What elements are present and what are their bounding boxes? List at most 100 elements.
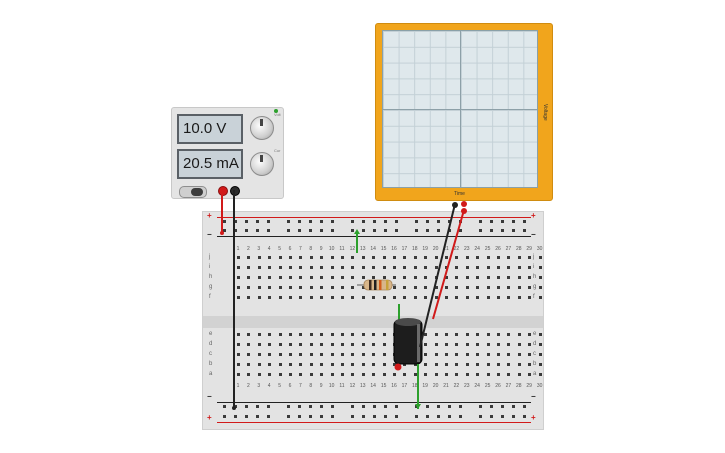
breadboard-hole[interactable] bbox=[351, 256, 355, 259]
breadboard-hole[interactable] bbox=[507, 333, 511, 336]
breadboard-hole[interactable] bbox=[351, 415, 354, 418]
breadboard-hole[interactable] bbox=[403, 296, 407, 299]
breadboard-hole[interactable] bbox=[434, 343, 438, 346]
breadboard-hole[interactable] bbox=[341, 353, 344, 356]
breadboard-hole[interactable] bbox=[528, 296, 532, 299]
breadboard-hole[interactable] bbox=[237, 266, 240, 269]
breadboard-hole[interactable] bbox=[486, 276, 490, 279]
breadboard-hole[interactable] bbox=[486, 256, 490, 259]
breadboard-hole[interactable] bbox=[455, 343, 459, 346]
breadboard-hole[interactable] bbox=[245, 229, 248, 232]
breadboard-hole[interactable] bbox=[382, 373, 386, 376]
breadboard-hole[interactable] bbox=[257, 353, 261, 356]
breadboard-hole[interactable] bbox=[538, 256, 542, 259]
breadboard-hole[interactable] bbox=[445, 363, 448, 366]
breadboard-hole[interactable] bbox=[507, 373, 511, 376]
breadboard-hole[interactable] bbox=[476, 363, 480, 366]
breadboard-hole[interactable] bbox=[426, 415, 429, 418]
breadboard-hole[interactable] bbox=[413, 286, 417, 289]
breadboard-hole[interactable] bbox=[237, 373, 240, 376]
breadboard-hole[interactable] bbox=[395, 229, 398, 232]
breadboard-hole[interactable] bbox=[538, 373, 542, 376]
breadboard-hole[interactable] bbox=[528, 266, 532, 269]
breadboard-hole[interactable] bbox=[247, 333, 251, 336]
breadboard-hole[interactable] bbox=[424, 256, 428, 259]
breadboard-hole[interactable] bbox=[223, 220, 226, 223]
breadboard-hole[interactable] bbox=[538, 266, 542, 269]
breadboard-hole[interactable] bbox=[501, 405, 504, 408]
breadboard-hole[interactable] bbox=[361, 363, 365, 366]
breadboard-hole[interactable] bbox=[448, 415, 451, 418]
breadboard-hole[interactable] bbox=[413, 266, 417, 269]
breadboard-hole[interactable] bbox=[372, 343, 376, 346]
breadboard-hole[interactable] bbox=[256, 220, 259, 223]
breadboard-hole[interactable] bbox=[237, 343, 240, 346]
breadboard-hole[interactable] bbox=[320, 353, 324, 356]
breadboard-hole[interactable] bbox=[434, 296, 438, 299]
breadboard-hole[interactable] bbox=[465, 343, 469, 346]
breadboard-hole[interactable] bbox=[309, 286, 313, 289]
breadboard-hole[interactable] bbox=[413, 373, 417, 376]
breadboard-hole[interactable] bbox=[437, 220, 440, 223]
breadboard-hole[interactable] bbox=[497, 276, 500, 279]
breadboard-hole[interactable] bbox=[361, 256, 365, 259]
breadboard-hole[interactable] bbox=[497, 296, 500, 299]
breadboard-hole[interactable] bbox=[507, 276, 511, 279]
breadboard-hole[interactable] bbox=[330, 373, 334, 376]
breadboard-hole[interactable] bbox=[341, 363, 344, 366]
breadboard-hole[interactable] bbox=[476, 256, 480, 259]
breadboard-hole[interactable] bbox=[320, 256, 324, 259]
oscilloscope[interactable]: Time Voltage bbox=[375, 23, 553, 201]
breadboard-hole[interactable] bbox=[382, 333, 386, 336]
breadboard-hole[interactable] bbox=[523, 405, 526, 408]
breadboard-hole[interactable] bbox=[299, 286, 303, 289]
breadboard-hole[interactable] bbox=[361, 296, 365, 299]
breadboard-hole[interactable] bbox=[382, 343, 386, 346]
breadboard-hole[interactable] bbox=[351, 363, 355, 366]
breadboard-hole[interactable] bbox=[331, 220, 334, 223]
breadboard-hole[interactable] bbox=[372, 353, 376, 356]
breadboard-hole[interactable] bbox=[341, 373, 344, 376]
breadboard-hole[interactable] bbox=[465, 353, 469, 356]
breadboard-hole[interactable] bbox=[257, 286, 261, 289]
breadboard-hole[interactable] bbox=[476, 266, 480, 269]
breadboard-hole[interactable] bbox=[289, 296, 292, 299]
breadboard-hole[interactable] bbox=[512, 415, 515, 418]
breadboard-hole[interactable] bbox=[351, 373, 355, 376]
breadboard-hole[interactable] bbox=[479, 405, 482, 408]
breadboard-hole[interactable] bbox=[267, 229, 270, 232]
breadboard-hole[interactable] bbox=[424, 276, 428, 279]
breadboard-hole[interactable] bbox=[320, 266, 324, 269]
breadboard-hole[interactable] bbox=[267, 405, 270, 408]
breadboard-hole[interactable] bbox=[448, 405, 451, 408]
breadboard-hole[interactable] bbox=[330, 266, 334, 269]
breadboard-hole[interactable] bbox=[445, 333, 448, 336]
breadboard-hole[interactable] bbox=[247, 256, 251, 259]
breadboard-hole[interactable] bbox=[267, 415, 270, 418]
breadboard-hole[interactable] bbox=[455, 373, 459, 376]
breadboard-hole[interactable] bbox=[479, 415, 482, 418]
breadboard-hole[interactable] bbox=[320, 373, 324, 376]
breadboard-hole[interactable] bbox=[257, 343, 261, 346]
breadboard-hole[interactable] bbox=[445, 296, 448, 299]
breadboard-hole[interactable] bbox=[384, 220, 387, 223]
breadboard-hole[interactable] bbox=[309, 333, 313, 336]
breadboard-hole[interactable] bbox=[268, 286, 272, 289]
breadboard-hole[interactable] bbox=[523, 415, 526, 418]
breadboard-hole[interactable] bbox=[393, 276, 396, 279]
breadboard-hole[interactable] bbox=[237, 296, 240, 299]
breadboard-hole[interactable] bbox=[237, 276, 240, 279]
breadboard-hole[interactable] bbox=[257, 363, 261, 366]
breadboard-hole[interactable] bbox=[247, 276, 251, 279]
breadboard-hole[interactable] bbox=[372, 276, 376, 279]
breadboard-hole[interactable] bbox=[330, 256, 334, 259]
breadboard-hole[interactable] bbox=[223, 405, 226, 408]
breadboard-hole[interactable] bbox=[476, 373, 480, 376]
breadboard-hole[interactable] bbox=[247, 363, 251, 366]
breadboard-hole[interactable] bbox=[517, 276, 521, 279]
breadboard-hole[interactable] bbox=[223, 229, 226, 232]
breadboard-hole[interactable] bbox=[362, 405, 365, 408]
breadboard-hole[interactable] bbox=[517, 353, 521, 356]
breadboard-hole[interactable] bbox=[497, 363, 500, 366]
breadboard-hole[interactable] bbox=[237, 256, 240, 259]
